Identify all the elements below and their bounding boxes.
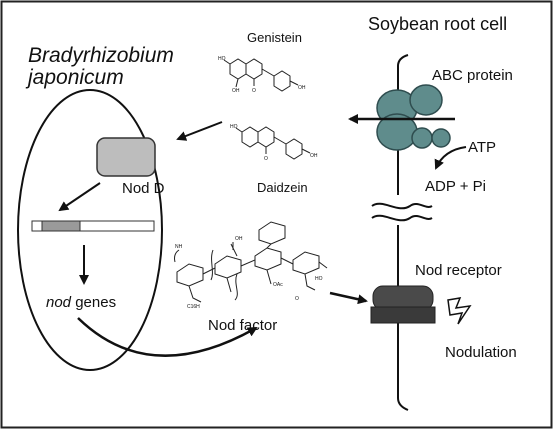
nod-gene-bar <box>31 220 155 232</box>
svg-text:O: O <box>252 88 256 94</box>
svg-text:HO: HO <box>218 56 226 62</box>
nod-receptor <box>370 285 436 324</box>
abc-protein-transporter <box>376 84 451 151</box>
arrow-flavonoids-to-nod-d <box>176 121 223 141</box>
svg-text:HO: HO <box>315 276 323 282</box>
genistein-label: Genistein <box>247 30 302 45</box>
nod-italic-text: nod <box>46 294 72 311</box>
abc-protein-label: ABC protein <box>432 67 513 84</box>
svg-text:HO: HO <box>230 124 238 130</box>
daidzein-structure: HO O OH <box>230 124 318 162</box>
svg-text:O: O <box>264 156 268 162</box>
arrow-noddb-to-gene <box>58 182 101 212</box>
adp-pi-label: ADP + Pi <box>425 178 486 195</box>
nodulation-label: Nodulation <box>445 344 517 361</box>
svg-text:OH: OH <box>298 85 306 91</box>
soybean-cell-label: Soybean root cell <box>368 14 507 34</box>
svg-text:OAc: OAc <box>273 282 283 288</box>
lightning-bolt-icon <box>447 297 472 325</box>
genistein-structure: HO OH O OH <box>218 56 306 94</box>
nod-box-segment <box>41 220 81 232</box>
nod-d-label: Nod D <box>122 180 165 197</box>
svg-text:NH: NH <box>175 244 183 250</box>
bacterium-name-line1: Bradyrhizobium <box>28 44 174 67</box>
svg-text:O: O <box>295 296 299 302</box>
daidzein-label: Daidzein <box>257 180 308 195</box>
bacterium-cell-outline <box>17 89 163 371</box>
nod-d-protein <box>96 137 156 177</box>
svg-text:OH: OH <box>235 236 243 242</box>
nod-genes-label: nod genes <box>46 294 116 311</box>
genes-text: genes <box>71 294 116 311</box>
svg-text:OH: OH <box>232 88 240 94</box>
atp-label: ATP <box>468 139 496 156</box>
cell-membrane <box>397 54 409 411</box>
arrow-nod-factor-to-receptor <box>329 291 368 305</box>
svg-text:C16H: C16H <box>187 304 200 310</box>
bacterium-name-line2: japonicum <box>25 66 124 89</box>
nod-factor-label: Nod factor <box>208 317 277 334</box>
arrow-atp-hydrolysis <box>434 146 467 170</box>
arrow-nod-genes-to-nod-factor <box>77 317 258 357</box>
svg-text:OH: OH <box>310 153 318 159</box>
nod-factor-structure: NH OH OAc O C16H HO <box>174 221 328 310</box>
nod-receptor-label: Nod receptor <box>415 262 502 279</box>
membrane-break-mark <box>371 202 433 222</box>
